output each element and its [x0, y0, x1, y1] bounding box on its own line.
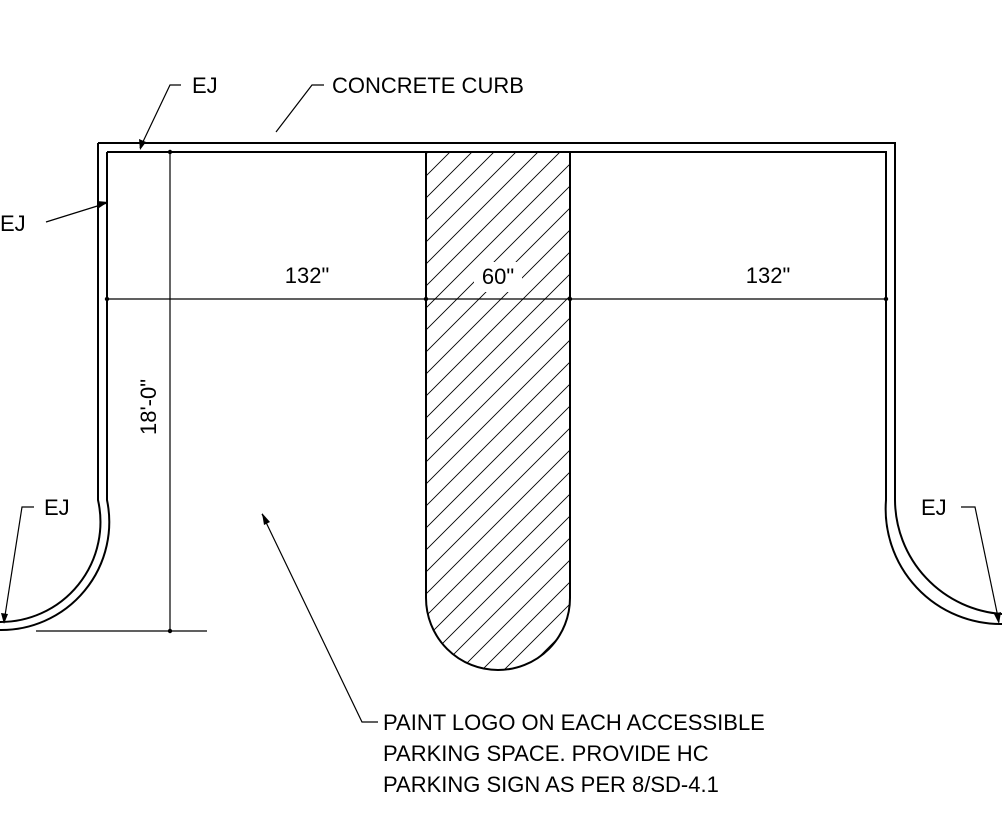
aisle-width-label: 60" — [482, 264, 514, 289]
left-width-label: 132" — [285, 263, 330, 288]
hatch-line — [426, 375, 570, 577]
hatch-line — [426, 152, 570, 269]
hatch-line — [426, 441, 570, 643]
hatch-line — [426, 309, 570, 511]
concrete-curb-label: CONCRETE CURB — [332, 73, 524, 98]
paint-logo-note: PAINT LOGO ON EACH ACCESSIBLE PARKING SP… — [383, 710, 765, 797]
note-line-2: PARKING SPACE. PROVIDE HC — [383, 741, 709, 766]
right-width-label: 132" — [746, 263, 791, 288]
hatch-line — [426, 152, 570, 313]
ej-lower-left-label: EJ — [44, 495, 70, 520]
ej-top-label: EJ — [192, 73, 218, 98]
ej-lower-right-label: EJ — [921, 495, 947, 520]
note-leader — [261, 513, 378, 723]
hatch-line — [426, 353, 570, 555]
hatch-line — [426, 397, 570, 599]
note-line-1: PAINT LOGO ON EACH ACCESSIBLE — [383, 710, 765, 735]
depth-dimension-line — [36, 149, 207, 634]
hatch-line — [426, 573, 570, 670]
hatch-line — [426, 199, 570, 401]
hatch-line — [426, 639, 570, 670]
hatch-line — [426, 152, 570, 335]
width-dimension-line — [104, 296, 889, 302]
hatch-line — [426, 221, 570, 423]
hatch-line — [426, 152, 570, 225]
concrete-curb — [0, 142, 1002, 632]
access-aisle — [425, 152, 571, 671]
hatch-line — [426, 529, 570, 670]
hatch-line — [426, 419, 570, 621]
hatch-line — [426, 331, 570, 533]
hatch-line — [426, 243, 570, 445]
hatch-line — [426, 152, 570, 203]
hatch-line — [426, 152, 570, 247]
concrete-curb-leader: CONCRETE CURB — [275, 73, 524, 133]
ej-lower-left-leader: EJ — [1, 495, 70, 624]
depth-label: 18'-0" — [136, 379, 161, 435]
hatch-line — [426, 551, 570, 670]
hatch-line — [426, 287, 570, 489]
hatch-line — [426, 507, 570, 670]
ej-left-label: EJ — [0, 211, 26, 236]
hatch-line — [426, 155, 570, 357]
ej-left-leader: EJ — [0, 201, 108, 236]
ej-lower-right-leader: EJ — [921, 495, 1001, 624]
ej-top-leader: EJ — [139, 73, 218, 150]
hatch-line — [426, 152, 570, 291]
hatch-line — [426, 595, 570, 670]
note-line-3: PARKING SIGN AS PER 8/SD-4.1 — [383, 772, 719, 797]
